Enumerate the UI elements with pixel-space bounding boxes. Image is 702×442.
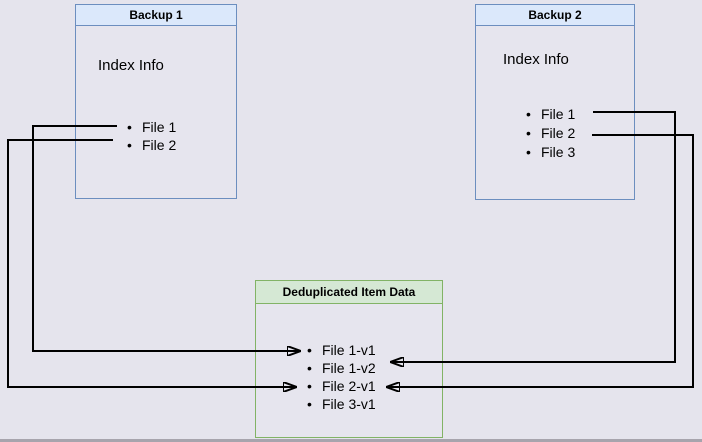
backup1-box: Backup 1 Index Info • File 1 • File 2 — [75, 4, 237, 199]
list-item: • File 3-v1 — [307, 395, 376, 413]
list-item: • File 1 — [526, 105, 575, 124]
file-label: File 2-v1 — [322, 378, 376, 394]
backup2-box: Backup 2 Index Info • File 1 • File 2 • … — [475, 4, 635, 200]
window-bottom-edge — [0, 439, 702, 442]
backup1-file-list: • File 1 • File 2 — [127, 118, 176, 154]
list-item: • File 2-v1 — [307, 377, 376, 395]
file-label: File 2 — [541, 125, 576, 141]
bullet-icon: • — [307, 396, 312, 412]
file-label: File 1 — [541, 106, 576, 122]
file-label: File 1-v2 — [322, 360, 376, 376]
list-item: • File 3 — [526, 143, 575, 162]
file-label: File 3 — [541, 144, 576, 160]
bullet-icon: • — [526, 125, 531, 141]
dedup-box: Deduplicated Item Data • File 1-v1 • Fil… — [255, 280, 443, 438]
dedup-title: Deduplicated Item Data — [282, 285, 416, 299]
list-item: • File 1-v1 — [307, 341, 376, 359]
backup1-header: Backup 1 — [76, 5, 236, 26]
file-label: File 3-v1 — [322, 396, 376, 412]
list-item: • File 2 — [127, 136, 176, 154]
bullet-icon: • — [307, 360, 312, 376]
bullet-icon: • — [127, 137, 132, 153]
backup2-title: Backup 2 — [528, 8, 582, 22]
bullet-icon: • — [526, 106, 531, 122]
backup2-file-list: • File 1 • File 2 • File 3 — [526, 105, 575, 162]
file-label: File 2 — [142, 137, 177, 153]
backup2-index-info-label: Index Info — [503, 51, 569, 68]
backup1-title: Backup 1 — [129, 8, 183, 22]
list-item: • File 1 — [127, 118, 176, 136]
bullet-icon: • — [307, 342, 312, 358]
bullet-icon: • — [526, 144, 531, 160]
file-label: File 1 — [142, 119, 177, 135]
backup2-header: Backup 2 — [476, 5, 634, 26]
bullet-icon: • — [307, 378, 312, 394]
bullet-icon: • — [127, 119, 132, 135]
dedup-header: Deduplicated Item Data — [256, 281, 442, 304]
list-item: • File 2 — [526, 124, 575, 143]
dedup-file-list: • File 1-v1 • File 1-v2 • File 2-v1 • Fi… — [307, 341, 376, 413]
file-label: File 1-v1 — [322, 342, 376, 358]
list-item: • File 1-v2 — [307, 359, 376, 377]
backup1-index-info-label: Index Info — [98, 57, 164, 74]
